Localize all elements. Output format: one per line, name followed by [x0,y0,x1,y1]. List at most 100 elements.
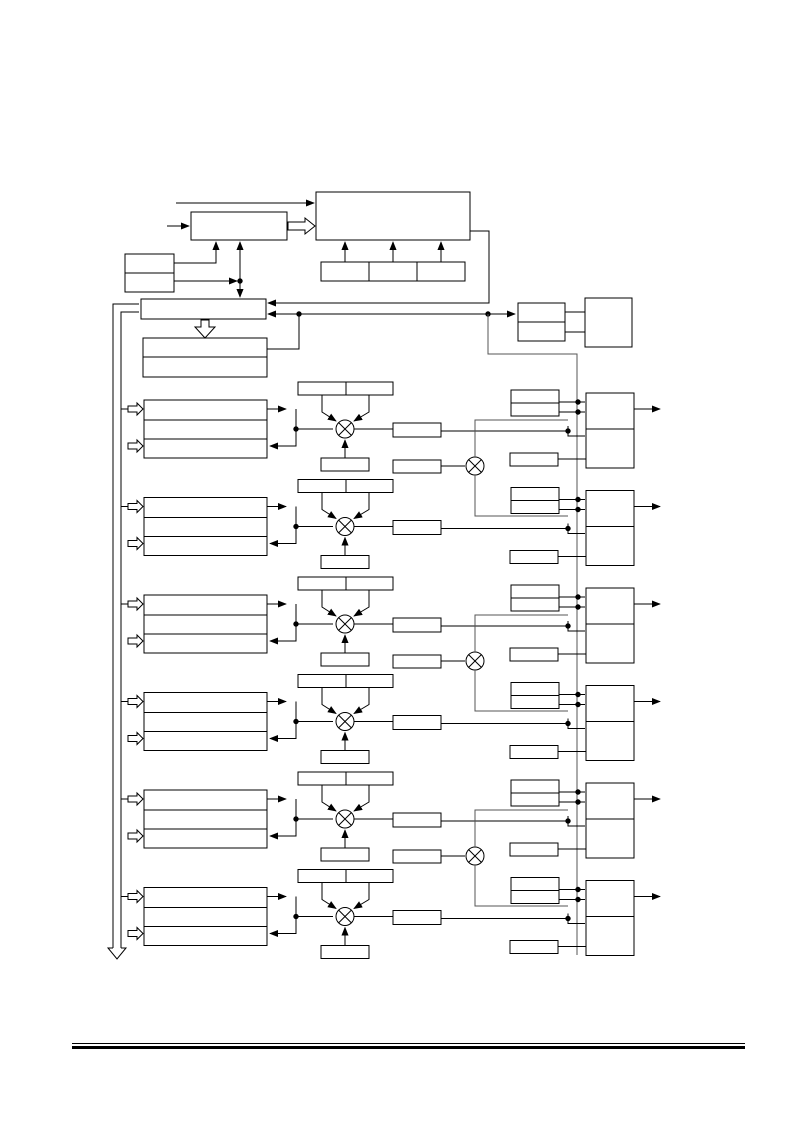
channel-1-coef-b [345,381,394,396]
aux-block [584,297,633,348]
channel-1-junction [575,399,581,405]
channel-3-junction [575,604,581,610]
channel-6-register-stack [143,887,268,946]
channel-3-out-link [567,621,585,632]
channel-6-out-box [392,910,442,925]
channel-5-junction [293,816,299,822]
channel-4-out-link [567,718,585,729]
channel-2-out-link [567,523,585,534]
channel-6-coef-line [321,882,337,909]
channel-4-junction [575,691,581,698]
channel-5-fb-arrow [269,799,297,840]
channel-6-gain-box [320,945,370,959]
channel-3-cross [338,617,352,631]
channel-1-coef-a [297,381,347,396]
channel-2-junction [575,506,581,513]
channel-3-output-block [585,587,635,664]
channel-1-gain-box [320,457,370,472]
left-bus [112,303,139,948]
channel-5-combiner-down [474,865,568,907]
channel-3-coef-line [353,590,370,617]
channel-4-junction [293,718,299,725]
channel-5-combiner-up [474,809,568,847]
channel-6-offset-box [509,940,559,954]
footer-rule-thin [72,1043,745,1044]
channel-5-out-link [567,816,585,827]
channel-2-coef-line [321,492,337,519]
channel-5-coef-line [321,785,337,812]
channel-1-coef-line [321,395,337,422]
channel-3-junction [575,594,581,600]
channel-2-out-box [392,520,442,535]
control-section [106,191,633,960]
channel-2-cross [338,519,352,534]
channel-1-combiner-input [392,459,442,474]
footer-rule-thick [72,1046,745,1049]
channel-1-out-box [392,422,442,438]
channel-2-junction [293,523,299,530]
channel-2-register-stack [143,497,268,556]
channel-1-junction [575,409,581,415]
channel-5-combiner-input [392,849,442,864]
channel-1-output-block [585,392,635,469]
channel-6-coef-b [345,869,394,883]
channel-stack [120,312,661,959]
channel-5-coef-a [297,771,347,786]
channel-2-coef-b [345,479,394,493]
channel-3-coef-b [345,576,394,591]
channel-2-gain-box [320,555,370,569]
channel-5-output-block [585,782,635,859]
channel-4-coef-b [345,674,394,688]
channel-1-out-link [567,426,585,437]
channel-6-out-link [567,913,585,924]
channel-6-junction [575,886,581,893]
hollow-arrow-icon [127,499,144,514]
hollow-arrow-icon [127,401,144,417]
hollow-arrow-icon [193,319,217,339]
channel-4-fb-arrow [269,701,297,743]
channel-1-register-stack [143,399,268,459]
channel-5-offset-box [509,842,559,857]
channel-4-register-stack [143,692,268,751]
channel-1-cross [338,422,352,436]
channel-3-coef-line [321,590,337,617]
channel-1-offset-box [509,452,559,467]
channel-3-offset-box [509,647,559,662]
channel-4-junction [575,701,581,708]
channel-5-gain-box [320,847,370,862]
channel-4-gain-box [320,750,370,764]
channel-6-cross [338,909,352,924]
channel-3-register-stack [143,594,268,654]
sub-block-a [320,261,370,282]
channel-4-coef-line [321,687,337,714]
hollow-arrow-icon [127,828,144,844]
channel-6-fb-arrow [269,896,297,938]
channel-4-out-box [392,715,442,730]
channel-3-coef-a [297,576,347,591]
channel-3-fb-arrow [269,604,297,645]
channel-2-coef-line [353,492,370,519]
controller-block [140,298,267,320]
sub-block-b [368,261,418,282]
channel-2-offset-box [509,550,559,564]
hollow-arrow-icon [106,947,128,960]
channel-5-coef-b [345,771,394,786]
channel-4-cross [338,714,352,729]
channel-1-fb-arrow [269,409,297,450]
channel-1-cross [468,459,482,473]
channel-6-output-block [585,880,635,956]
hollow-arrow-icon [127,926,144,941]
input-block [190,211,288,241]
channel-5-junction [575,799,581,805]
channel-3-combiner-input [392,654,442,669]
hollow-arrow-icon [127,438,144,454]
channel-3-gain-box [320,652,370,667]
channel-1-combiner-up [474,419,568,457]
channel-1-junction [293,426,299,432]
channel-1-coef-line [353,395,370,422]
channel-2-junction [575,496,581,503]
channel-5-cross [338,812,352,826]
hollow-arrow-icon [127,633,144,649]
channel-6-junction [293,913,299,920]
